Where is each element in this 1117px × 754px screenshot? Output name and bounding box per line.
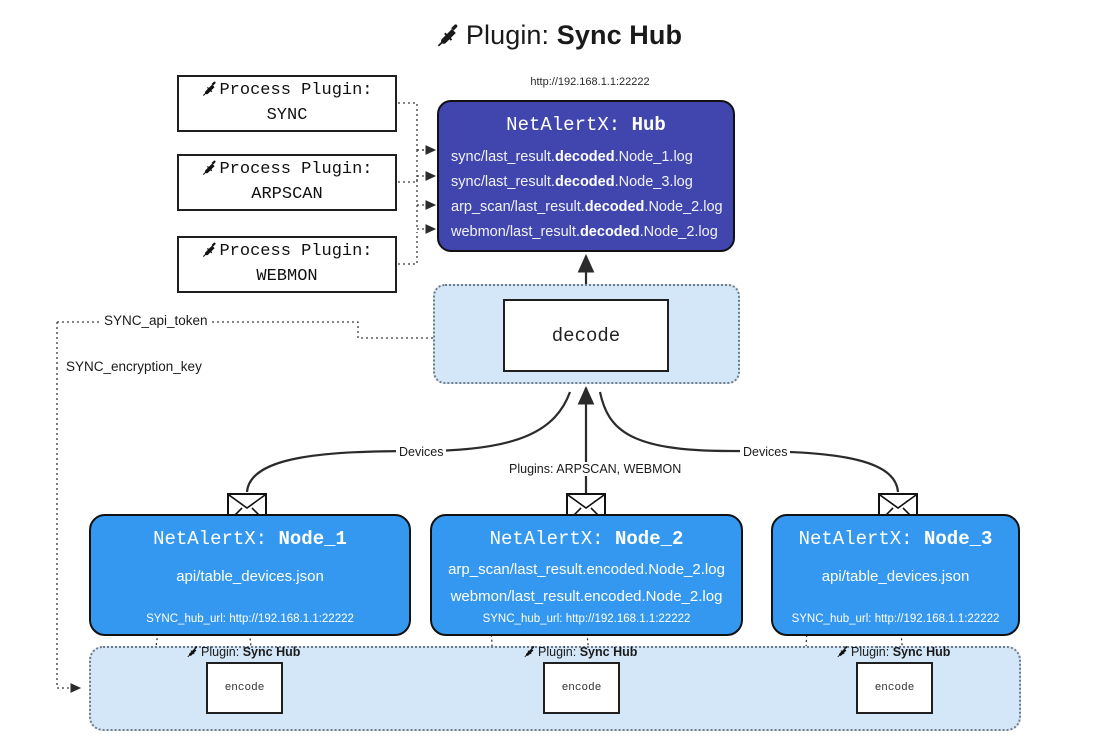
plug-icon [523,645,536,661]
encode-box-3[interactable]: encode [856,662,933,714]
encode-box-2[interactable]: encode [543,662,620,714]
plug-icon [435,22,461,56]
secret-label-api-token: SYNC_api_token [100,313,212,328]
node-footer: SYNC_hub_url: http://192.168.1.1:22222 [146,613,354,625]
node-title: NetAlertX: Node_1 [153,528,347,550]
node-lines: api/table_devices.json [773,563,1018,590]
node-2[interactable]: NetAlertX: Node_2 arp_scan/last_result.e… [430,514,743,636]
encoder-label-1: Plugin: Sync Hub [186,645,300,661]
hub-log-line: arp_scan/last_result.decoded.Node_2.log [451,199,723,215]
encode-box-1[interactable]: encode [206,662,283,714]
edge-label-plugins-center: Plugins: ARPSCAN, WEBMON [506,462,685,476]
encoder-label-3: Plugin: Sync Hub [836,645,950,661]
plug-icon [201,80,218,105]
secret-label-encryption-key: SYNC_encryption_key [62,359,206,374]
plug-icon [186,645,199,661]
process-plugin-value: ARPSCAN [251,185,323,204]
node-line: webmon/last_result.encoded.Node_2.log [450,588,723,605]
title-prefix: Plugin: [465,20,550,50]
hub-title-prefix: NetAlertX: [506,114,621,136]
node-line: arp_scan/last_result.encoded.Node_2.log [448,561,725,578]
plug-icon [836,645,849,661]
hub-url-label: http://192.168.1.1:22222 [530,76,650,88]
hub-log-line: webmon/last_result.decoded.Node_2.log [451,224,718,240]
hub-title: NetAlertX: Hub [439,113,733,137]
hub-log-line: sync/last_result.decoded.Node_3.log [451,174,693,190]
title-name: Sync Hub [556,20,683,50]
node-title: NetAlertX: Node_2 [489,528,684,550]
edge-label-devices-left: Devices [396,445,447,459]
encoder-label-2: Plugin: Sync Hub [523,645,637,661]
node-line: api/table_devices.json [176,568,324,585]
process-plugin-label: Process Plugin: [219,160,373,179]
hub-title-name: Hub [631,114,666,136]
plug-icon [201,159,218,184]
hub-log-list: sync/last_result.decoded.Node_1.log sync… [439,145,733,245]
page-title: Plugin: Sync Hub [0,18,1117,56]
plug-icon [201,241,218,266]
node-line: api/table_devices.json [821,568,970,585]
node-title: NetAlertX: Node_3 [798,528,993,550]
node-lines: api/table_devices.json [91,563,409,590]
process-plugin-label: Process Plugin: [219,242,373,261]
node-footer: SYNC_hub_url: http://192.168.1.1:22222 [482,613,691,625]
process-plugin-webmon[interactable]: Process Plugin: WEBMON [177,236,397,293]
edge-label-devices-right: Devices [740,445,791,459]
process-plugin-value: SYNC [266,106,308,125]
node-footer: SYNC_hub_url: http://192.168.1.1:22222 [791,613,1000,625]
process-plugin-arpscan[interactable]: Process Plugin: ARPSCAN [177,154,397,211]
process-plugin-sync[interactable]: Process Plugin: SYNC [177,75,397,132]
process-plugin-label: Process Plugin: [219,81,373,100]
node-1[interactable]: NetAlertX: Node_1 api/table_devices.json… [89,514,411,636]
decode-box[interactable]: decode [503,299,669,372]
node-3[interactable]: NetAlertX: Node_3 api/table_devices.json… [771,514,1020,636]
node-lines: arp_scan/last_result.encoded.Node_2.log … [432,556,741,610]
hub-log-line: sync/last_result.decoded.Node_1.log [451,149,693,165]
process-plugin-value: WEBMON [256,267,318,286]
hub-node[interactable]: NetAlertX: Hub sync/last_result.decoded.… [437,100,735,252]
